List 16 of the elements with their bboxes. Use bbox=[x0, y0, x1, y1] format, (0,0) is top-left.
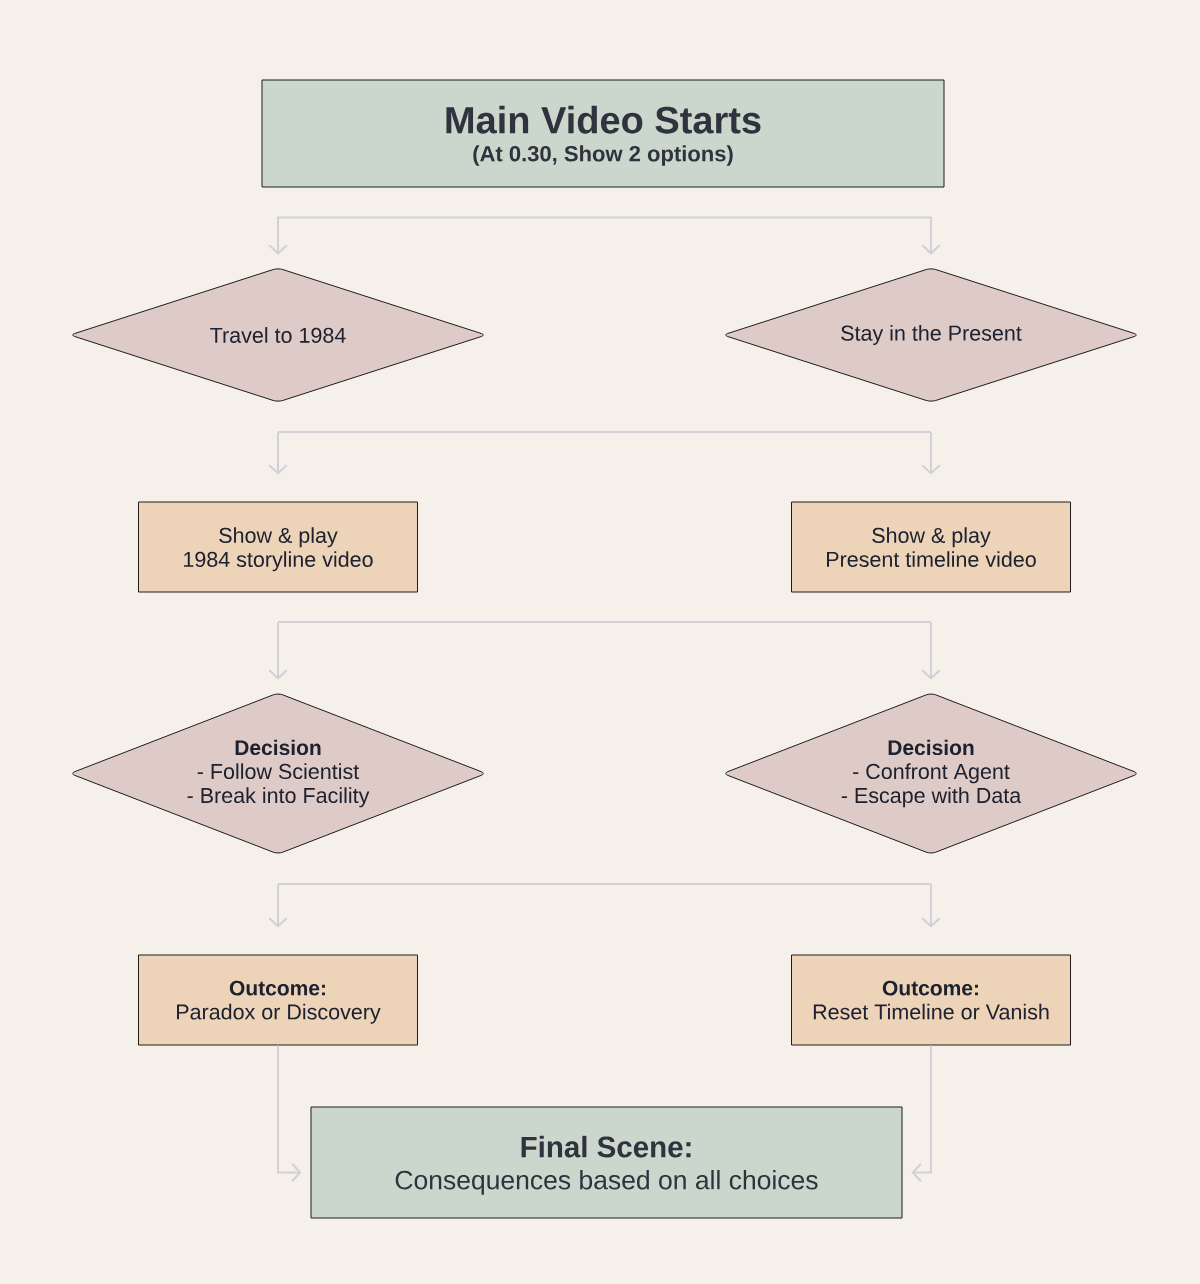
arrow bbox=[921, 883, 941, 928]
arrow bbox=[605, 216, 941, 255]
process-box: Main Video Starts (At 0.30, Show 2 options) bbox=[261, 79, 945, 188]
arrow bbox=[921, 431, 941, 475]
process-box: Show & play 1984 storyline video bbox=[138, 501, 418, 593]
arrow bbox=[911, 1044, 932, 1183]
process-box: Final Scene: Consequences based on all choices bbox=[310, 1106, 903, 1219]
arrow bbox=[268, 431, 288, 475]
process-box: Outcome: Paradox or Discovery bbox=[138, 954, 418, 1046]
process-box: Outcome: Reset Timeline or Vanish bbox=[791, 954, 1071, 1046]
arrow bbox=[921, 621, 941, 680]
arrow bbox=[277, 1044, 302, 1183]
arrow bbox=[268, 216, 607, 255]
process-box: Show & play Present timeline video bbox=[791, 501, 1071, 593]
arrow bbox=[268, 883, 288, 928]
arrow bbox=[268, 621, 288, 680]
